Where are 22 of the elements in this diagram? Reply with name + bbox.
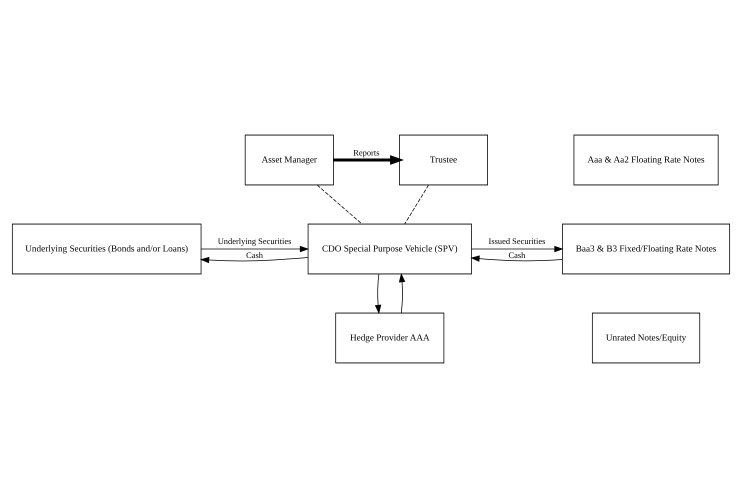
arrow (200, 256, 308, 264)
arrow (374, 274, 382, 314)
node-box: Unrated Notes/Equity (592, 312, 700, 364)
node-box: Hedge Provider AAA (335, 312, 444, 364)
arrow (398, 272, 406, 314)
connector (316, 184, 362, 224)
arrow (471, 246, 564, 252)
node-box: Underlying Securities (Bonds and/or Loans) (12, 224, 202, 274)
edge-label: Cash (246, 250, 264, 260)
edge-label: Cash (508, 250, 526, 260)
node-box: Trustee (399, 134, 488, 186)
arrow (200, 246, 310, 252)
edge-label: Issued Securities (488, 236, 546, 246)
edge-label: Reports (353, 147, 380, 158)
connector (404, 184, 429, 224)
node-box: CDO Special Purpose Vehicle (SPV) (308, 224, 472, 274)
arrow (333, 155, 404, 165)
edge-label: Underlying Securities (218, 236, 292, 246)
node-box: Baa3 & B3 Fixed/Floating Rate Notes (562, 224, 730, 274)
node-box: Aaa & Aa2 Floating Rate Notes (574, 134, 719, 186)
arrow (470, 255, 563, 262)
node-box: Asset Manager (244, 134, 334, 186)
